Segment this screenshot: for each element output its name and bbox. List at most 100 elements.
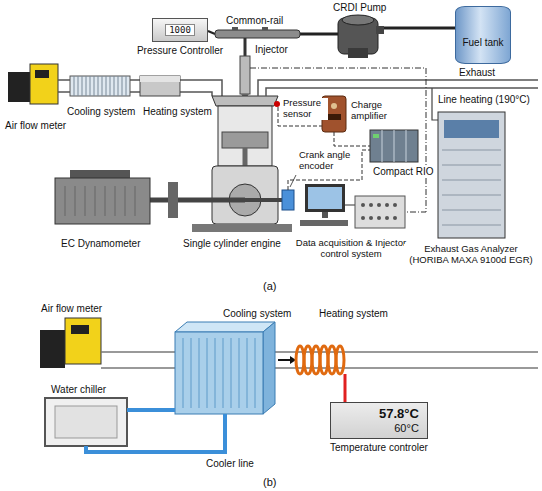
water-chiller-icon [45,398,127,446]
part-label: CRDI Pump [332,2,387,14]
heater-box [140,76,180,96]
part-label: Single cylinder engine [182,238,282,250]
part-label: EC Dynamometer [60,238,141,250]
daq-box-icon [361,203,365,207]
display-reading: 1000 [165,24,195,37]
heater-wire [344,374,347,402]
cooler-line [86,414,225,452]
daq-box-icon [355,196,405,228]
crank-angle-encoder-icon [282,190,294,210]
flow-arrow [278,359,290,361]
dynamometer-icon [55,170,150,224]
pressure-sensor [274,101,280,107]
air-flow-meter-icon [40,318,101,368]
part-label: Charge amplifier [350,100,400,122]
part-label: Cooling system [66,106,136,118]
part-label: Data acquisition & Injector control syst… [294,238,408,260]
air-flow-meter-icon [35,70,49,78]
crank-angle-encoder-icon [290,175,296,187]
fuel-line [208,31,215,34]
flow-arrow [278,356,296,364]
engine [192,224,292,232]
charge-amplifier-icon [331,103,337,109]
cooler-box [175,322,275,414]
daq-box-icon [361,216,365,220]
crdi-pump [348,48,368,58]
daq-box-icon [369,216,373,220]
water-chiller-icon [55,406,117,438]
note-label: Line heating (190°C) [437,94,531,106]
signal-line [345,205,355,206]
shaft [168,182,178,218]
gas-analyzer-icon [442,150,501,225]
part-label: Air flow meter [4,120,67,132]
fuel-line [244,38,247,56]
daq-box-icon [393,203,397,207]
part-label: Exhaust [458,67,496,79]
cooling-coil [70,76,130,96]
pressure-controller: 1000Pressure Controller [134,18,226,57]
temperature-controller: 57.8°C60°CTemperature controler [330,402,428,453]
dynamometer-icon [55,178,150,224]
shaft [245,198,282,202]
part-label: Injector [254,44,289,56]
computer-icon [300,220,348,226]
daq-box-icon [355,196,405,228]
part-label: Common-rail [225,15,284,27]
injector [240,56,250,100]
part-label: Crank angle encoder [298,150,360,172]
panel-tag: (b) [262,476,277,489]
crdi-pump [342,15,374,25]
air-flow-meter-icon [71,325,89,334]
fuel-line [378,27,455,30]
part-label: Cooling system [222,308,292,320]
heating-coil [336,346,344,374]
fuel-tank: Fuel tank [455,6,511,64]
tank-label: Fuel tank [456,7,510,49]
daq-box-icon [377,216,381,220]
part-label: Cooler line [205,458,255,470]
pressure-controller-body: 1000 [152,18,208,42]
dynamometer-icon [65,186,135,216]
cooler-line [86,410,225,452]
signal-line [250,68,426,212]
computer-icon [308,187,342,209]
fuel-line [208,28,455,56]
daq-box-icon [393,216,397,220]
compact-rio-icon [370,130,418,162]
air-flow-meter-icon [8,72,30,102]
air-flow-meter-icon [40,330,65,368]
panel-tag: (a) [262,280,277,293]
water-chiller-icon [45,398,127,446]
air-flow-meter-icon [8,64,58,104]
compact-rio-icon [382,130,406,162]
daq-box-icon [385,216,389,220]
daq-box-icon [377,203,381,207]
shaft [150,182,282,218]
computer-icon [305,184,345,212]
part-label: Exhaust Gas Analyzer (HORIBA MAXA 9100d … [404,244,538,266]
compact-rio-icon [373,134,379,138]
crdi-pump [338,15,384,58]
process-value: 57.8°C [339,406,419,422]
common-rail [215,30,300,38]
set-value: 60°C [339,422,419,435]
daq-box-icon [385,203,389,207]
gas-analyzer-icon [444,120,499,138]
air-flow-meter-icon [65,318,101,364]
fuel-line [300,33,338,36]
part-label: Heating system [142,106,213,118]
cooling-coil [74,76,126,96]
heater-box [140,76,180,96]
heating-coil [296,346,344,374]
daq-box-icon [369,203,373,207]
crdi-pump [376,26,384,34]
part-label: Air flow meter [40,303,103,315]
part-label: Water chiller [50,384,107,396]
part-label: Compact RIO [372,166,435,178]
part-label: Heating system [318,308,389,320]
shaft [150,198,245,203]
common-rail [215,27,300,38]
common-rail [232,27,238,30]
